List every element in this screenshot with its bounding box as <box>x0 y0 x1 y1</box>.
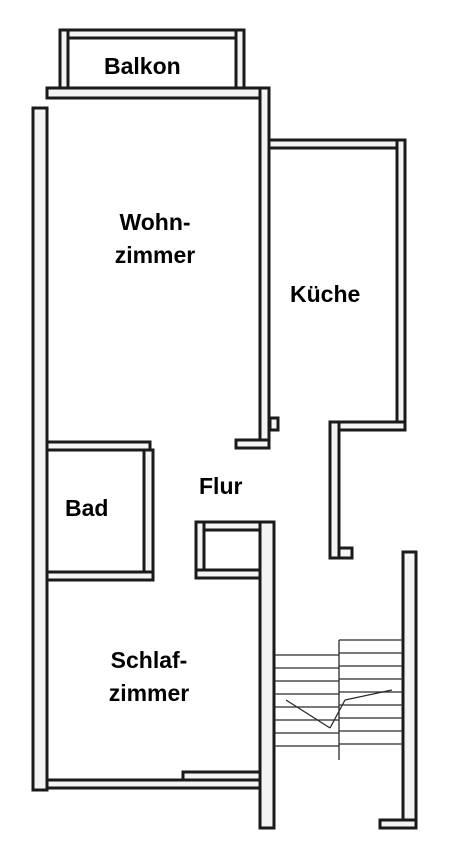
balcony-label: Balkon <box>104 53 181 79</box>
living-room-label: Wohn- zimmer <box>100 206 210 272</box>
closet-walls <box>194 520 264 580</box>
hallway-label: Flur <box>199 473 243 499</box>
bedroom-label-line1: Schlaf- <box>110 647 188 673</box>
kitchen-label: Küche <box>290 281 361 307</box>
bathroom-walls <box>45 440 155 582</box>
bedroom-label: Schlaf- zimmer <box>94 644 204 710</box>
living-room-walls <box>45 86 271 450</box>
kitchen-walls <box>267 138 407 560</box>
staircase <box>274 550 418 830</box>
living-room-label-line1: Wohn- <box>119 209 191 235</box>
bedroom-south-wall <box>45 770 262 790</box>
west-wall <box>31 106 49 792</box>
bathroom-label: Bad <box>65 495 109 521</box>
bedroom-east-wall <box>258 520 276 830</box>
living-room-label-line2: zimmer <box>114 242 196 268</box>
bedroom-label-line2: zimmer <box>108 680 190 706</box>
